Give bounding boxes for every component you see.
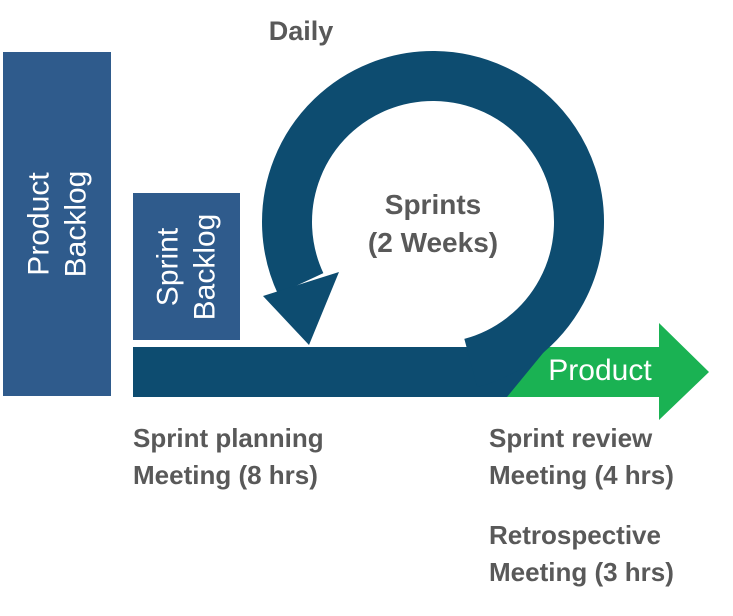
product-arrow-label: Product [548, 354, 652, 387]
sprint-review-line1: Sprint review [489, 423, 653, 453]
sprint-backlog-line1: Sprint [151, 227, 185, 306]
flow-bar [133, 347, 548, 397]
sprint-review-meeting-label: Sprint review Meeting (4 hrs) [489, 420, 674, 494]
product-backlog-line2: Backlog [58, 170, 92, 278]
sprint-backlog-box: Sprint Backlog [133, 193, 240, 340]
sprints-duration-label: Sprints (2 Weeks) [333, 186, 533, 262]
sprint-loop-arc [262, 50, 604, 388]
retrospective-meeting-label: Retrospective Meeting (3 hrs) [489, 517, 674, 591]
retrospective-line2: Meeting (3 hrs) [489, 557, 674, 587]
sprint-planning-line2: Meeting (8 hrs) [133, 460, 318, 490]
retrospective-line1: Retrospective [489, 520, 661, 550]
sprints-duration-line1: Sprints [384, 189, 482, 220]
sprint-loop-arrowhead [263, 272, 339, 345]
sprint-backlog-text: Sprint Backlog [149, 213, 223, 320]
sprint-planning-line1: Sprint planning [133, 423, 324, 453]
daily-label: Daily [268, 16, 334, 46]
product-backlog-line1: Product [21, 172, 55, 276]
product-backlog-box: Product Backlog [3, 52, 111, 396]
product-backlog-text: Product Backlog [20, 171, 94, 278]
sprint-planning-meeting-label: Sprint planning Meeting (8 hrs) [133, 420, 324, 494]
sprint-backlog-line2: Backlog [188, 213, 222, 320]
sprints-duration-line2: (2 Weeks) [367, 227, 499, 258]
sprint-review-line2: Meeting (4 hrs) [489, 460, 674, 490]
